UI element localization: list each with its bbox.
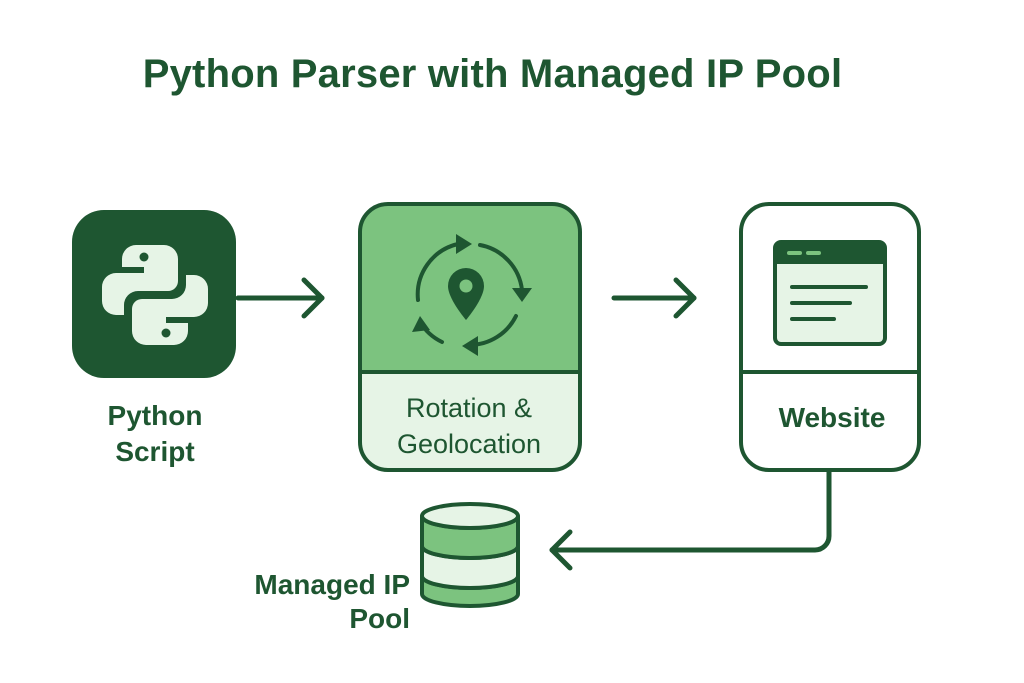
arrow-rotation-to-website [611,277,697,319]
browser-window-icon [773,240,887,346]
website-label: Website [778,402,886,433]
rotation-label-line-2: Geolocation [396,429,542,459]
ip-pool-label-line-1: Managed IP [254,569,410,600]
rotation-label: Rotation & Geolocation [362,390,576,462]
rotation-box-bottom [360,372,580,470]
arrow-python-to-rotation [235,277,325,319]
rotation-node [358,202,582,472]
location-rotation-icon [412,234,532,356]
python-script-label-line-2: Script [115,436,195,467]
arrow-website-to-pool [549,469,832,571]
database-icon [420,502,520,608]
ip-pool-label-line-2: Pool [349,603,410,634]
diagram-title: Python Parser with Managed IP Pool [142,52,843,96]
ip-pool-node [420,502,520,608]
ip-pool-label: Managed IP Pool [230,568,410,636]
rotation-label-line-1: Rotation & [405,393,533,423]
python-logo-icon [102,245,208,345]
python-script-node [72,210,236,378]
python-script-label: Python Script [80,398,230,470]
python-script-label-line-1: Python [107,400,203,431]
python-script-box [72,210,236,378]
